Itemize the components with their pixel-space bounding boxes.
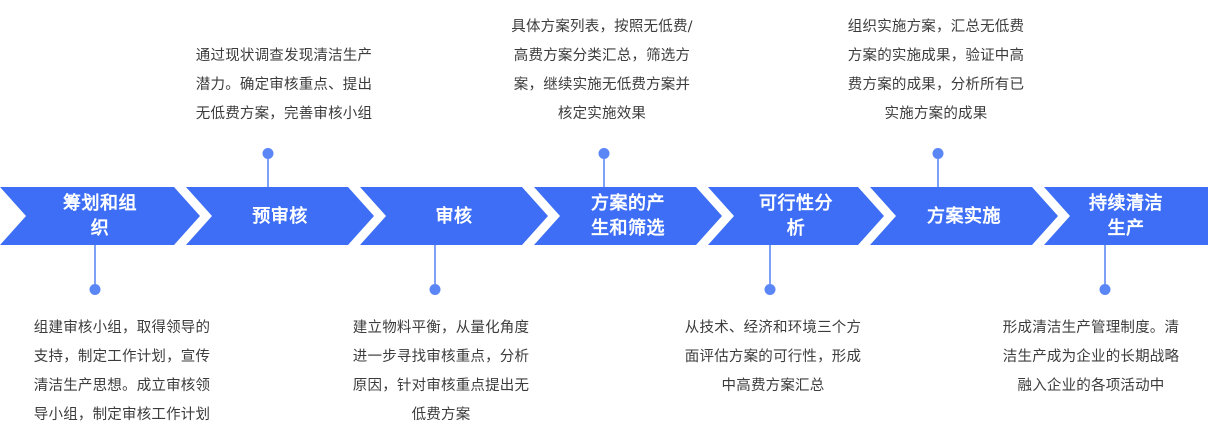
process-step-7[interactable]: 持续清洁 生产 [1044,187,1208,245]
process-step-label: 持续清洁 生产 [1089,193,1163,239]
connector-dot [89,284,101,295]
process-step-label: 筹划和组 织 [63,193,137,239]
connector-dot [262,148,274,159]
callout-top-1: 通过现状调查发现清洁生产 潜力。确定审核重点、提出 无低费方案，完善审核小组 [195,48,373,122]
process-step-label: 方案的产 生和筛选 [591,193,665,239]
callout-bottom-2: 建立物料平衡，从量化角度 进一步寻找审核重点，分析 原因，针对审核重点提出无 低… [352,320,530,423]
connector-bottom-step-1 [89,245,101,295]
connector-top-step-6 [932,148,944,188]
callout-top-3: 组织实施方案，汇总无低费 方案的实施成果，验证中高 费方案的成果，分析所有已 实… [847,19,1025,122]
callout-bottom-4: 形成清洁生产管理制度。清 洁生产成为企业的长期战略 融入企业的各项活动中 [1002,320,1180,394]
connector-top-step-2 [262,148,274,188]
callout-bottom-1: 组建审核小组，取得领导的 支持，制定工作计划，宣传 清洁生产思想。成立审核领 导… [33,320,211,423]
connector-stem [94,245,96,284]
connector-stem [769,245,771,284]
process-step-1[interactable]: 筹划和组 织 [0,187,200,245]
connector-stem [603,159,605,188]
connector-bottom-step-7 [1099,245,1111,295]
process-step-4[interactable]: 方案的产 生和筛选 [534,187,722,245]
connector-stem [1104,245,1106,284]
process-step-label: 预审核 [252,205,308,227]
connector-dot [932,148,944,159]
connector-dot [429,284,441,295]
connector-dot [598,148,610,159]
process-step-6[interactable]: 方案实施 [870,187,1058,245]
process-step-label: 审核 [435,205,473,227]
process-step-label: 方案实施 [927,205,1001,227]
process-step-3[interactable]: 审核 [360,187,548,245]
connector-stem [267,159,269,188]
connector-stem [434,245,436,284]
callout-top-2: 具体方案列表，按照无低费/ 高费方案分类汇总，筛选方 案，继续实施无低费方案并 … [511,19,693,122]
connector-dot [764,284,776,295]
connector-bottom-step-5 [764,245,776,295]
connector-stem [937,159,939,188]
process-step-2[interactable]: 预审核 [186,187,374,245]
callout-bottom-3: 从技术、经济和环境三个方 面评估方案的可行性，形成 中高费方案汇总 [684,320,862,394]
process-step-5[interactable]: 可行性分 析 [708,187,884,245]
connector-bottom-step-3 [429,245,441,295]
connector-dot [1099,284,1111,295]
connector-top-step-4 [598,148,610,188]
process-step-label: 可行性分 析 [759,193,833,239]
process-step-band: 筹划和组 织 预审核 审核 方案的产 生和筛选 可行性分 析 方案实施 持续清洁… [0,187,1208,245]
